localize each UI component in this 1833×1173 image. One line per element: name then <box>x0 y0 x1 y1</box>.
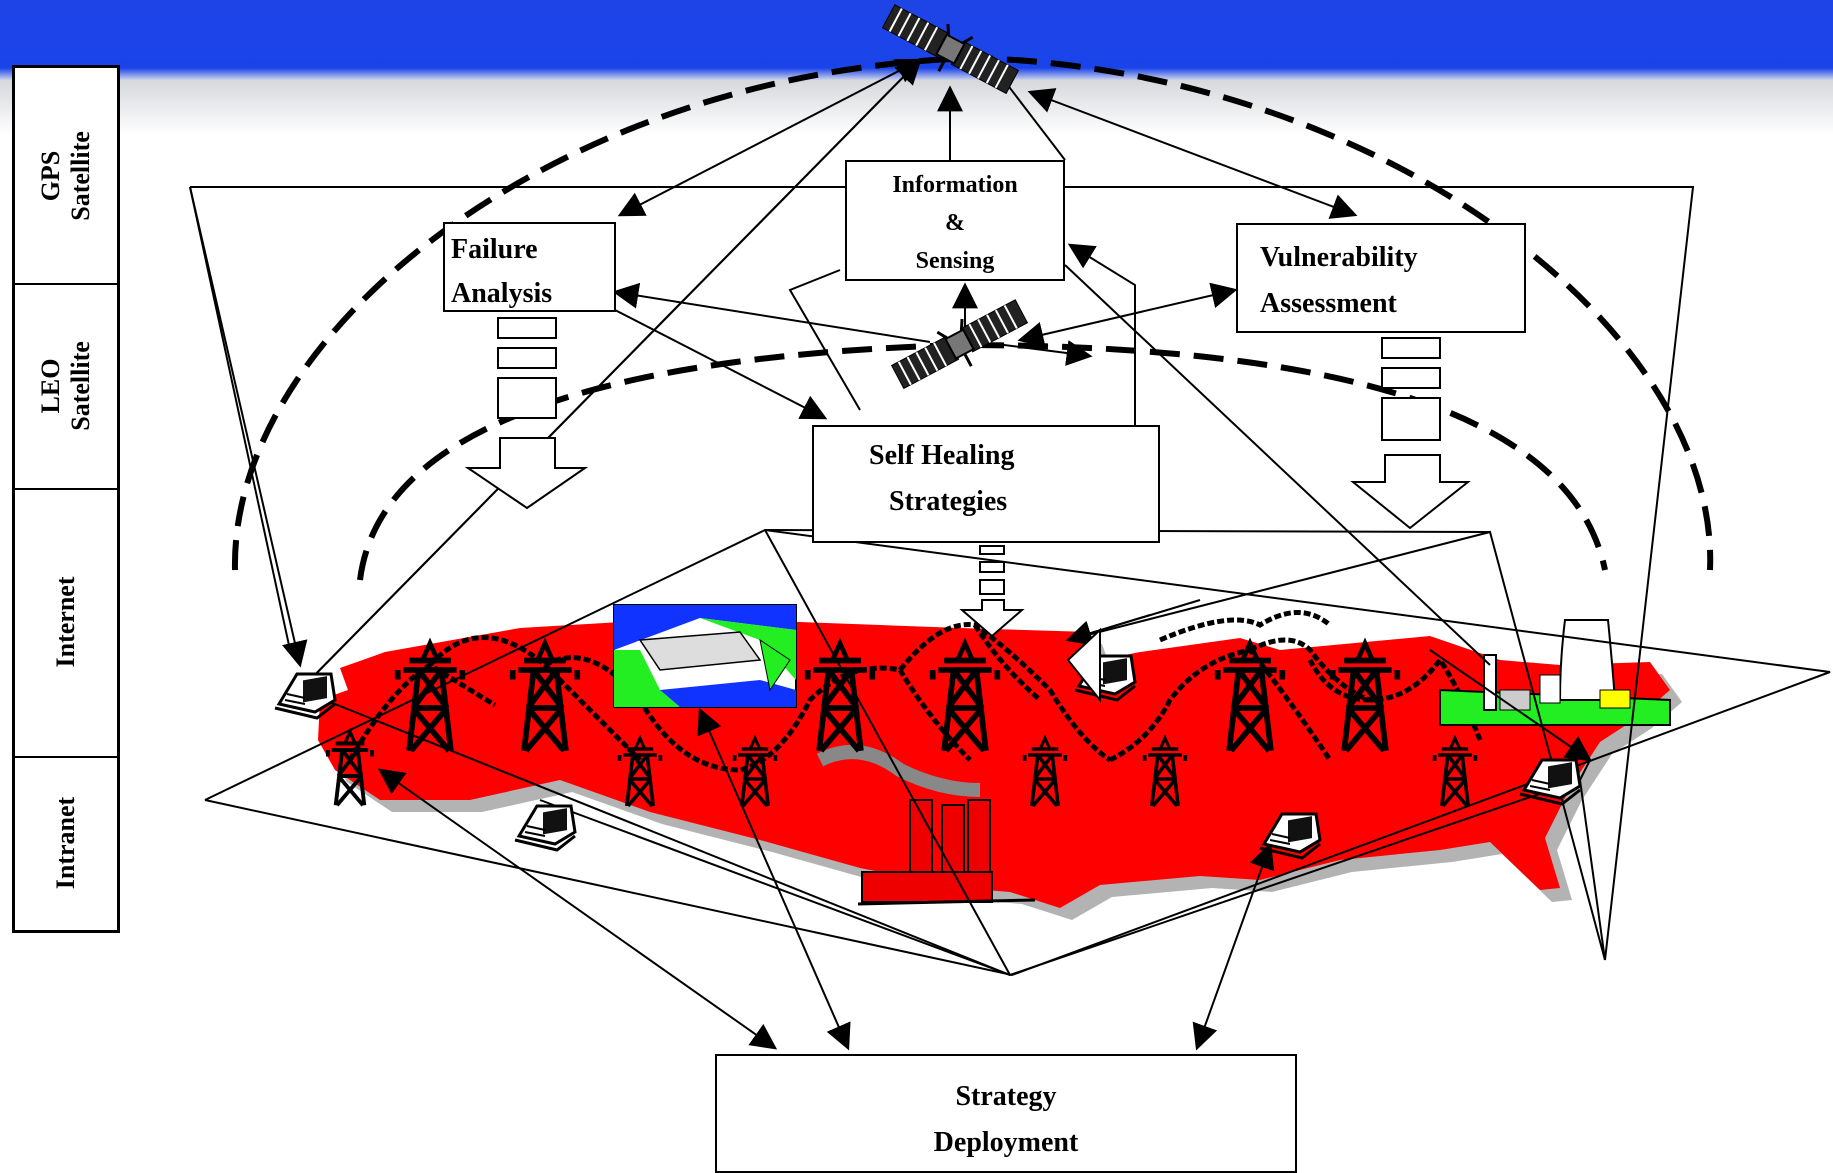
failure-analysis-label-2: Analysis <box>451 278 553 309</box>
vulnerability-assessment-box: Vulnerability Assessment <box>1236 223 1526 333</box>
factory-smokestack-icon <box>816 745 1036 906</box>
sensing-label: Sensing <box>915 248 995 274</box>
strategies-label: Strategies <box>889 486 1008 517</box>
process-flow-arrows <box>464 317 1471 638</box>
self-healing-strategies-box: Self Healing Strategies <box>812 425 1160 543</box>
terminal-base <box>1066 627 1101 703</box>
power-plant-icon <box>1439 619 1671 726</box>
strategy-deployment-box: Strategy Deployment <box>715 1054 1297 1173</box>
failure-analysis-box: Failure Analysis <box>443 222 616 312</box>
layer-internet: Internet <box>15 488 117 758</box>
assessment-label: Assessment <box>1260 288 1397 319</box>
layer-gps: GPS Satellite <box>15 68 117 285</box>
information-label: Information <box>892 172 1018 198</box>
information-sensing-box: Information & Sensing <box>845 160 1065 281</box>
vulnerability-label: Vulnerability <box>1260 242 1418 273</box>
strategy-label: Strategy <box>955 1081 1057 1112</box>
power-grid-map <box>318 618 1682 920</box>
communication-layers-legend: GPS Satellite LEO Satellite Internet Int… <box>12 65 120 933</box>
hydro-dam-icon <box>613 604 797 708</box>
information-flow-arrows <box>189 58 1606 1051</box>
deployment-label: Deployment <box>933 1127 1079 1158</box>
self-healing-label: Self Healing <box>869 440 1015 471</box>
failure-analysis-label-1: Failure <box>451 234 538 265</box>
ampersand-label: & <box>945 210 965 236</box>
layer-leo: LEO Satellite <box>15 283 117 490</box>
